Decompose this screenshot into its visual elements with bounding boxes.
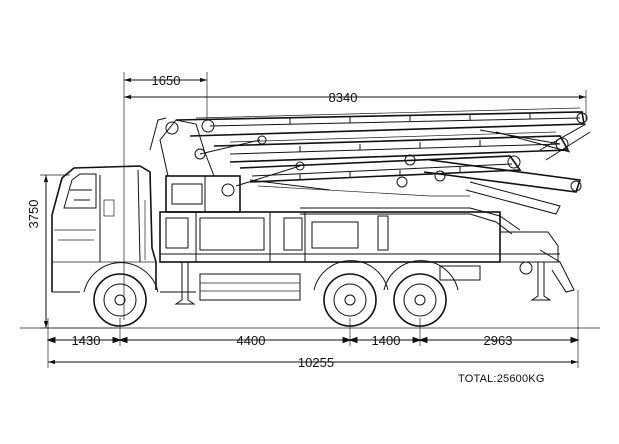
front-wheel — [83, 262, 159, 327]
chassis-body — [159, 207, 575, 305]
truck-cab — [51, 165, 196, 293]
rear-wheel-2 — [383, 260, 459, 327]
rear-wheel-1 — [313, 260, 389, 327]
height-label: 3750 — [26, 200, 41, 229]
wheelbase-2-label: 1400 — [372, 333, 401, 348]
dimension-lines — [40, 72, 587, 368]
front-overhang-label: 1430 — [72, 333, 101, 348]
overall-length-label: 10255 — [298, 355, 334, 370]
boom-reach-label: 8340 — [329, 90, 358, 105]
boom-turret — [149, 117, 241, 213]
total-weight-label: TOTAL:25600KG — [458, 373, 545, 385]
front-offset-label: 1650 — [152, 73, 181, 88]
rear-overhang-label: 2963 — [484, 333, 513, 348]
wheels — [20, 260, 600, 329]
boom-arms — [175, 107, 591, 215]
wheelbase-1-label: 4400 — [237, 333, 266, 348]
